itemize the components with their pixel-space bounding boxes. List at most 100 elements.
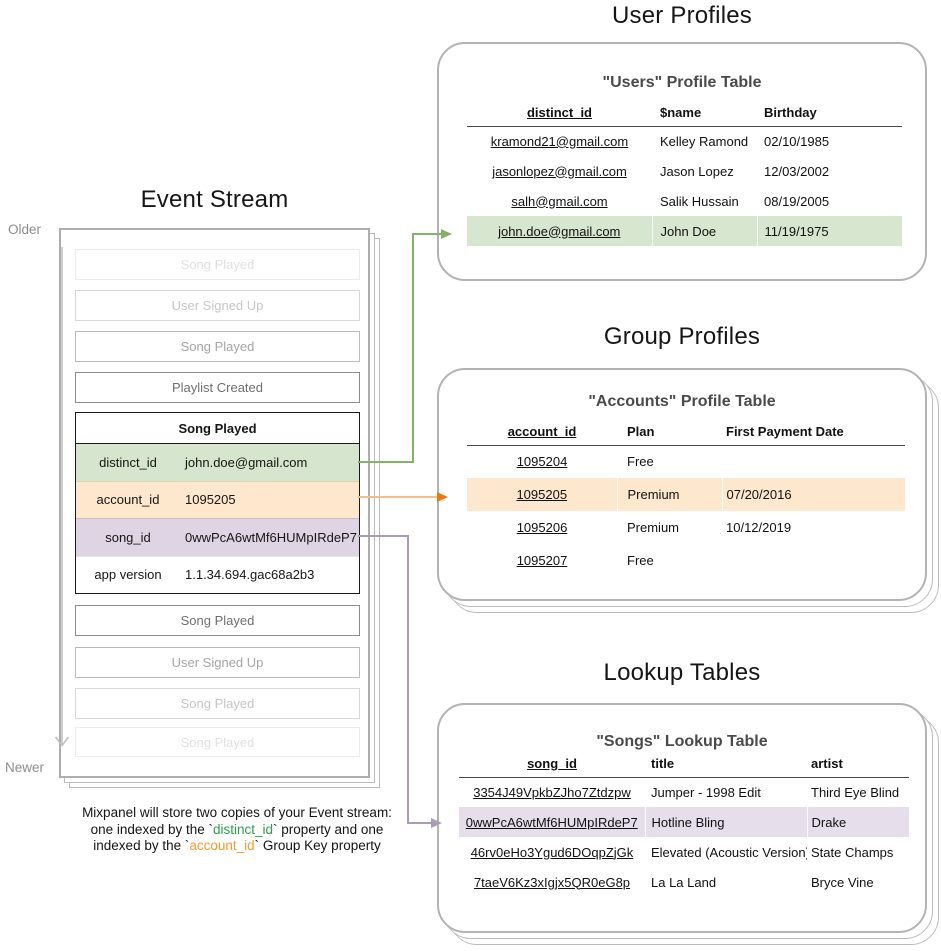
song-id-cell: 0wwPcA6wtMf6HUMpIRdeP7 xyxy=(459,807,645,837)
event-item: User Signed Up xyxy=(75,647,360,678)
caption-text: ` property and one xyxy=(273,821,384,837)
caption-line-2: one indexed by the `distinct_id` propert… xyxy=(38,822,436,839)
highlighted-table-row: 0wwPcA6wtMf6HUMpIRdeP7 Hotline Bling Dra… xyxy=(459,807,909,837)
event-item: Song Played xyxy=(75,249,360,280)
table-row: 46rv0eHo3Ygud6DOqpZjGk Elevated (Acousti… xyxy=(459,837,909,867)
plan-cell: Premium xyxy=(616,478,722,511)
table-row: 1095204 Free xyxy=(467,445,905,478)
event-item: Song Played xyxy=(75,605,360,636)
birthday-cell: 11/19/1975 xyxy=(756,216,902,246)
users-card-title: "Users" Profile Table xyxy=(602,74,762,91)
song-id-cell: 46rv0eHo3Ygud6DOqpZjGk xyxy=(470,844,634,860)
property-key: app version xyxy=(94,567,162,583)
plan-cell: Free xyxy=(627,553,654,568)
property-row-app-version: app version 1.1.34.694.gac68a2b3 xyxy=(76,555,359,594)
property-row-song-id: song_id 0wwPcA6wtMf6HUMpIRdeP7 xyxy=(76,518,359,556)
expanded-event-title: Song Played xyxy=(76,413,359,444)
accounts-card-title: "Accounts" Profile Table xyxy=(588,393,776,410)
property-value: john.doe@gmail.com xyxy=(185,454,308,470)
account-id-cell: 1095207 xyxy=(516,553,568,568)
users-col-name: $name xyxy=(652,104,757,127)
accounts-table: account_id Plan First Payment Date 10952… xyxy=(467,423,905,577)
event-stream-box: Song Played User Signed Up Song Played P… xyxy=(59,228,370,778)
song-id-cell: 7taeV6Kz3xIgjx5QR0eG8p xyxy=(473,874,631,890)
account-id-cell: 1095204 xyxy=(516,454,568,470)
table-row: jasonlopez@gmail.com Jason Lopez 12/03/2… xyxy=(467,156,902,186)
first-payment-cell: 10/12/2019 xyxy=(726,520,792,535)
accounts-col-plan: Plan xyxy=(617,423,722,446)
older-label: Older xyxy=(8,222,42,237)
artist-cell: Third Eye Blind xyxy=(811,784,900,800)
event-stream-title: Event Stream xyxy=(140,186,289,213)
songs-col-title: title xyxy=(645,755,807,778)
songs-card-title: "Songs" Lookup Table xyxy=(596,733,768,750)
accounts-col-first-payment: First Payment Date xyxy=(722,423,905,446)
property-value: 1.1.34.694.gac68a2b3 xyxy=(185,567,315,583)
plan-cell: Premium xyxy=(627,520,680,535)
plan-cell: Free xyxy=(627,454,654,470)
user-profiles-title: User Profiles xyxy=(612,2,752,29)
highlighted-table-row: 1095205 Premium 07/20/2016 xyxy=(467,478,905,511)
distinct-id-keyword: distinct_id xyxy=(212,821,274,837)
songs-col-artist: artist xyxy=(807,755,909,778)
caption-line-3: indexed by the `account_id` Group Key pr… xyxy=(38,838,436,855)
songs-col-song-id: song_id xyxy=(459,755,645,778)
song-title-cell: Elevated (Acoustic Version) xyxy=(651,844,807,860)
name-cell: Kelley Ramond xyxy=(660,133,749,149)
users-header-row: distinct_id $name Birthday xyxy=(467,104,902,127)
song-title-cell: Hotline Bling xyxy=(644,807,807,837)
songs-lookup-card: "Songs" Lookup Table song_id title artis… xyxy=(437,703,927,933)
song-title-cell: La La Land xyxy=(651,874,717,890)
artist-cell: Drake xyxy=(806,807,909,837)
name-cell: John Doe xyxy=(651,216,757,246)
caption-text: ` Group Key property xyxy=(254,838,381,854)
highlighted-table-row: john.doe@gmail.com John Doe 11/19/1975 xyxy=(467,216,902,246)
property-key: song_id xyxy=(105,529,151,545)
lookup-tables-title: Lookup Tables xyxy=(603,659,761,686)
table-row: 3354J49VpkbZJho7Ztdzpw Jumper - 1998 Edi… xyxy=(459,777,909,807)
property-value: 0wwPcA6wtMf6HUMpIRdeP7 xyxy=(185,529,357,545)
account-id-keyword: account_id xyxy=(189,838,255,854)
table-row: kramond21@gmail.com Kelley Ramond 02/10/… xyxy=(467,126,902,156)
distinct-id-cell: john.doe@gmail.com xyxy=(467,216,652,246)
artist-cell: Bryce Vine xyxy=(811,874,874,890)
newer-label: Newer xyxy=(5,760,45,775)
table-row: 1095206 Premium 10/12/2019 xyxy=(467,511,905,544)
caption: Mixpanel will store two copies of your E… xyxy=(38,805,436,855)
users-col-birthday: Birthday xyxy=(757,104,902,127)
users-profile-card: "Users" Profile Table distinct_id $name … xyxy=(437,42,927,281)
group-profiles-title: Group Profiles xyxy=(603,323,761,350)
song-id-cell: 3354J49VpkbZJho7Ztdzpw xyxy=(473,784,631,800)
account-id-cell: 1095206 xyxy=(516,520,568,535)
property-value: 1095205 xyxy=(185,492,236,508)
property-row-account-id: account_id 1095205 xyxy=(76,480,359,518)
property-row-distinct-id: distinct_id john.doe@gmail.com xyxy=(76,444,359,481)
caption-text: one indexed by the ` xyxy=(90,821,213,837)
name-cell: Jason Lopez xyxy=(660,163,734,179)
event-item: Song Played xyxy=(75,331,360,362)
property-key: account_id xyxy=(96,492,160,508)
accounts-header-row: account_id Plan First Payment Date xyxy=(467,423,905,446)
users-col-distinct-id: distinct_id xyxy=(467,104,652,127)
name-cell: Salik Hussain xyxy=(660,193,739,209)
distinct-id-cell: salh@gmail.com xyxy=(511,193,608,209)
first-payment-cell xyxy=(722,544,905,577)
birthday-cell: 12/03/2002 xyxy=(764,163,830,179)
account-id-cell: 1095205 xyxy=(467,478,617,511)
accounts-col-account-id: account_id xyxy=(467,423,617,446)
table-row: salh@gmail.com Salik Hussain 08/19/2005 xyxy=(467,186,902,216)
event-item: Song Played xyxy=(75,688,360,719)
birthday-cell: 02/10/1985 xyxy=(764,133,830,149)
birthday-cell: 08/19/2005 xyxy=(764,193,830,209)
users-table: distinct_id $name Birthday kramond21@gma… xyxy=(467,104,902,246)
first-payment-cell xyxy=(722,445,905,478)
expanded-event-card: Song Played distinct_id john.doe@gmail.c… xyxy=(75,412,360,594)
caption-text: indexed by the ` xyxy=(93,838,190,854)
event-item: Song Played xyxy=(75,727,360,757)
event-item: User Signed Up xyxy=(75,290,360,321)
distinct-id-cell: jasonlopez@gmail.com xyxy=(492,163,627,179)
table-row: 7taeV6Kz3xIgjx5QR0eG8p La La Land Bryce … xyxy=(459,867,909,897)
songs-table: song_id title artist 3354J49VpkbZJho7Ztd… xyxy=(459,755,909,897)
caption-line-1: Mixpanel will store two copies of your E… xyxy=(82,805,392,820)
